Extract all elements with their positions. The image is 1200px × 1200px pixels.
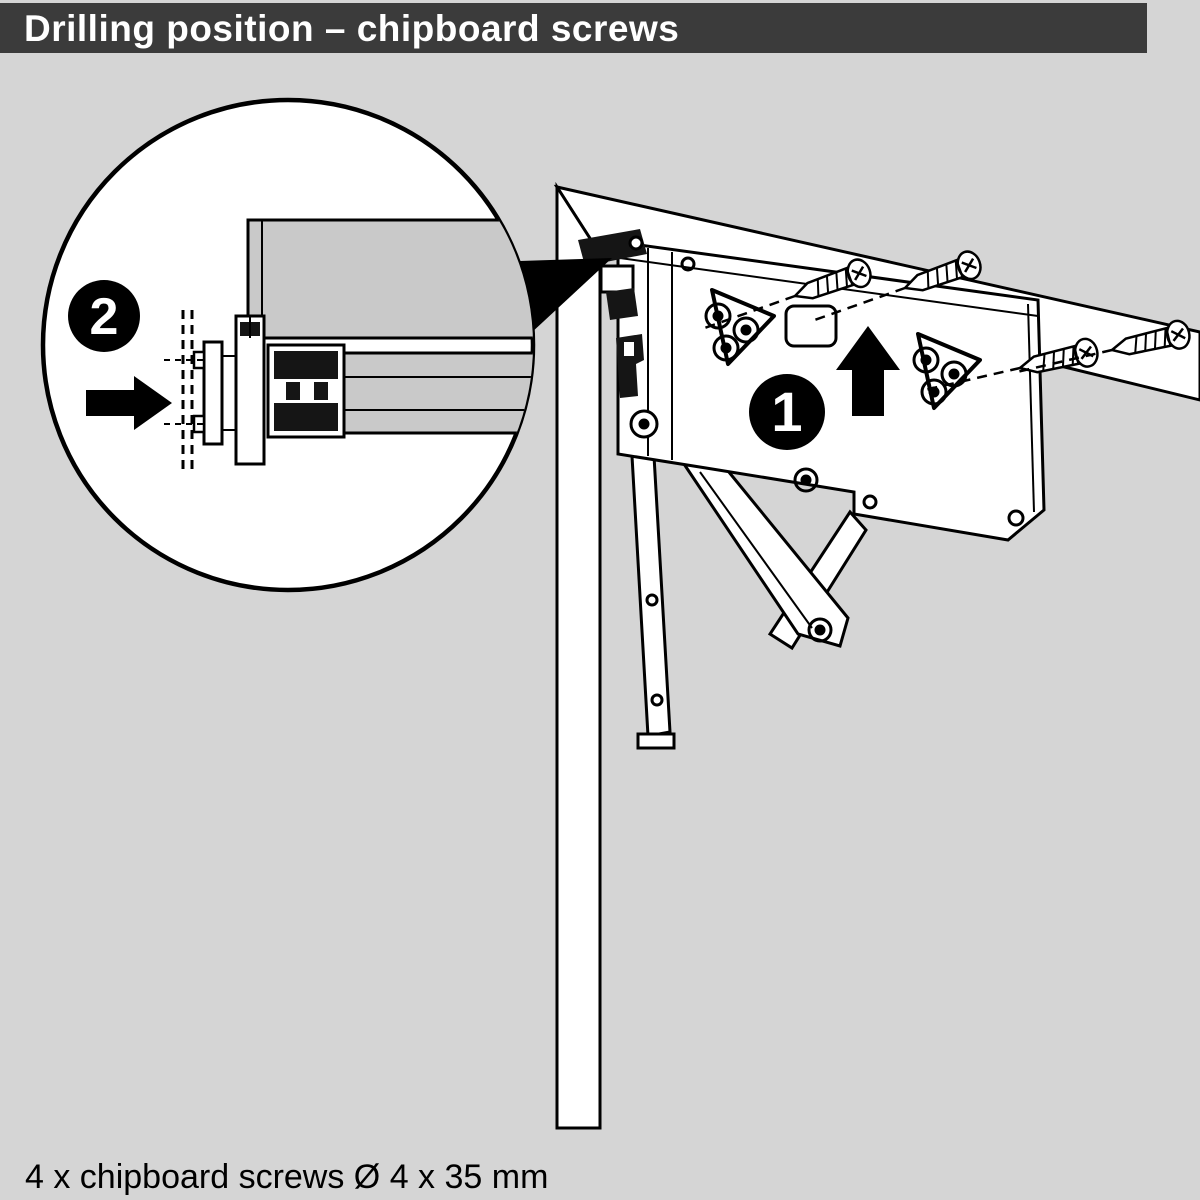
step-1-marker: 1	[749, 326, 900, 450]
step-2-number: 2	[90, 288, 119, 346]
arm-cross-section	[340, 351, 533, 435]
lift-mechanism	[578, 229, 1046, 750]
panel-cross-section	[246, 218, 533, 340]
drilling-position-line	[181, 310, 194, 470]
arrow-right-icon	[86, 376, 172, 430]
cabinet-side-panel-edge	[555, 181, 602, 1130]
mounting-bracket	[234, 314, 266, 466]
step-1-number: 1	[771, 380, 802, 443]
step-2-badge	[68, 280, 140, 352]
detail-lens: 2	[40, 97, 612, 593]
corner-clamp	[578, 229, 659, 439]
page-title: Drilling position – chipboard screws	[24, 7, 680, 49]
screw-boss-front	[704, 288, 776, 366]
caption-text: 4 x chipboard screws Ø 4 x 35 mm	[25, 1157, 549, 1196]
drill-axis-marks	[164, 359, 208, 425]
step-1-badge	[749, 374, 825, 450]
step-2-marker: 2	[68, 280, 172, 430]
caption-bar: 4 x chipboard screws Ø 4 x 35 mm	[25, 1157, 549, 1196]
title-bar: Drilling position – chipboard screws	[0, 3, 1147, 53]
screw-boss-rear	[912, 332, 982, 410]
arrow-up-icon	[836, 326, 900, 416]
